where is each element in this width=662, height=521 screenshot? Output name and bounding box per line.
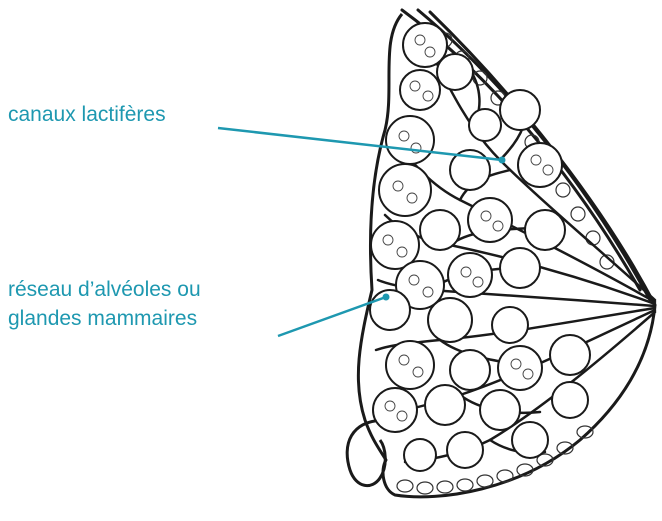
alveoli-label: réseau d’alvéoles ou glandes mammaires — [8, 275, 201, 333]
ducts-label: canaux lactifères — [8, 100, 166, 129]
alveoli-leader-dot — [383, 294, 390, 301]
ducts-leader-line — [218, 128, 502, 160]
ducts-leader-dot — [499, 157, 506, 164]
alveoli-leader-line — [278, 297, 386, 336]
